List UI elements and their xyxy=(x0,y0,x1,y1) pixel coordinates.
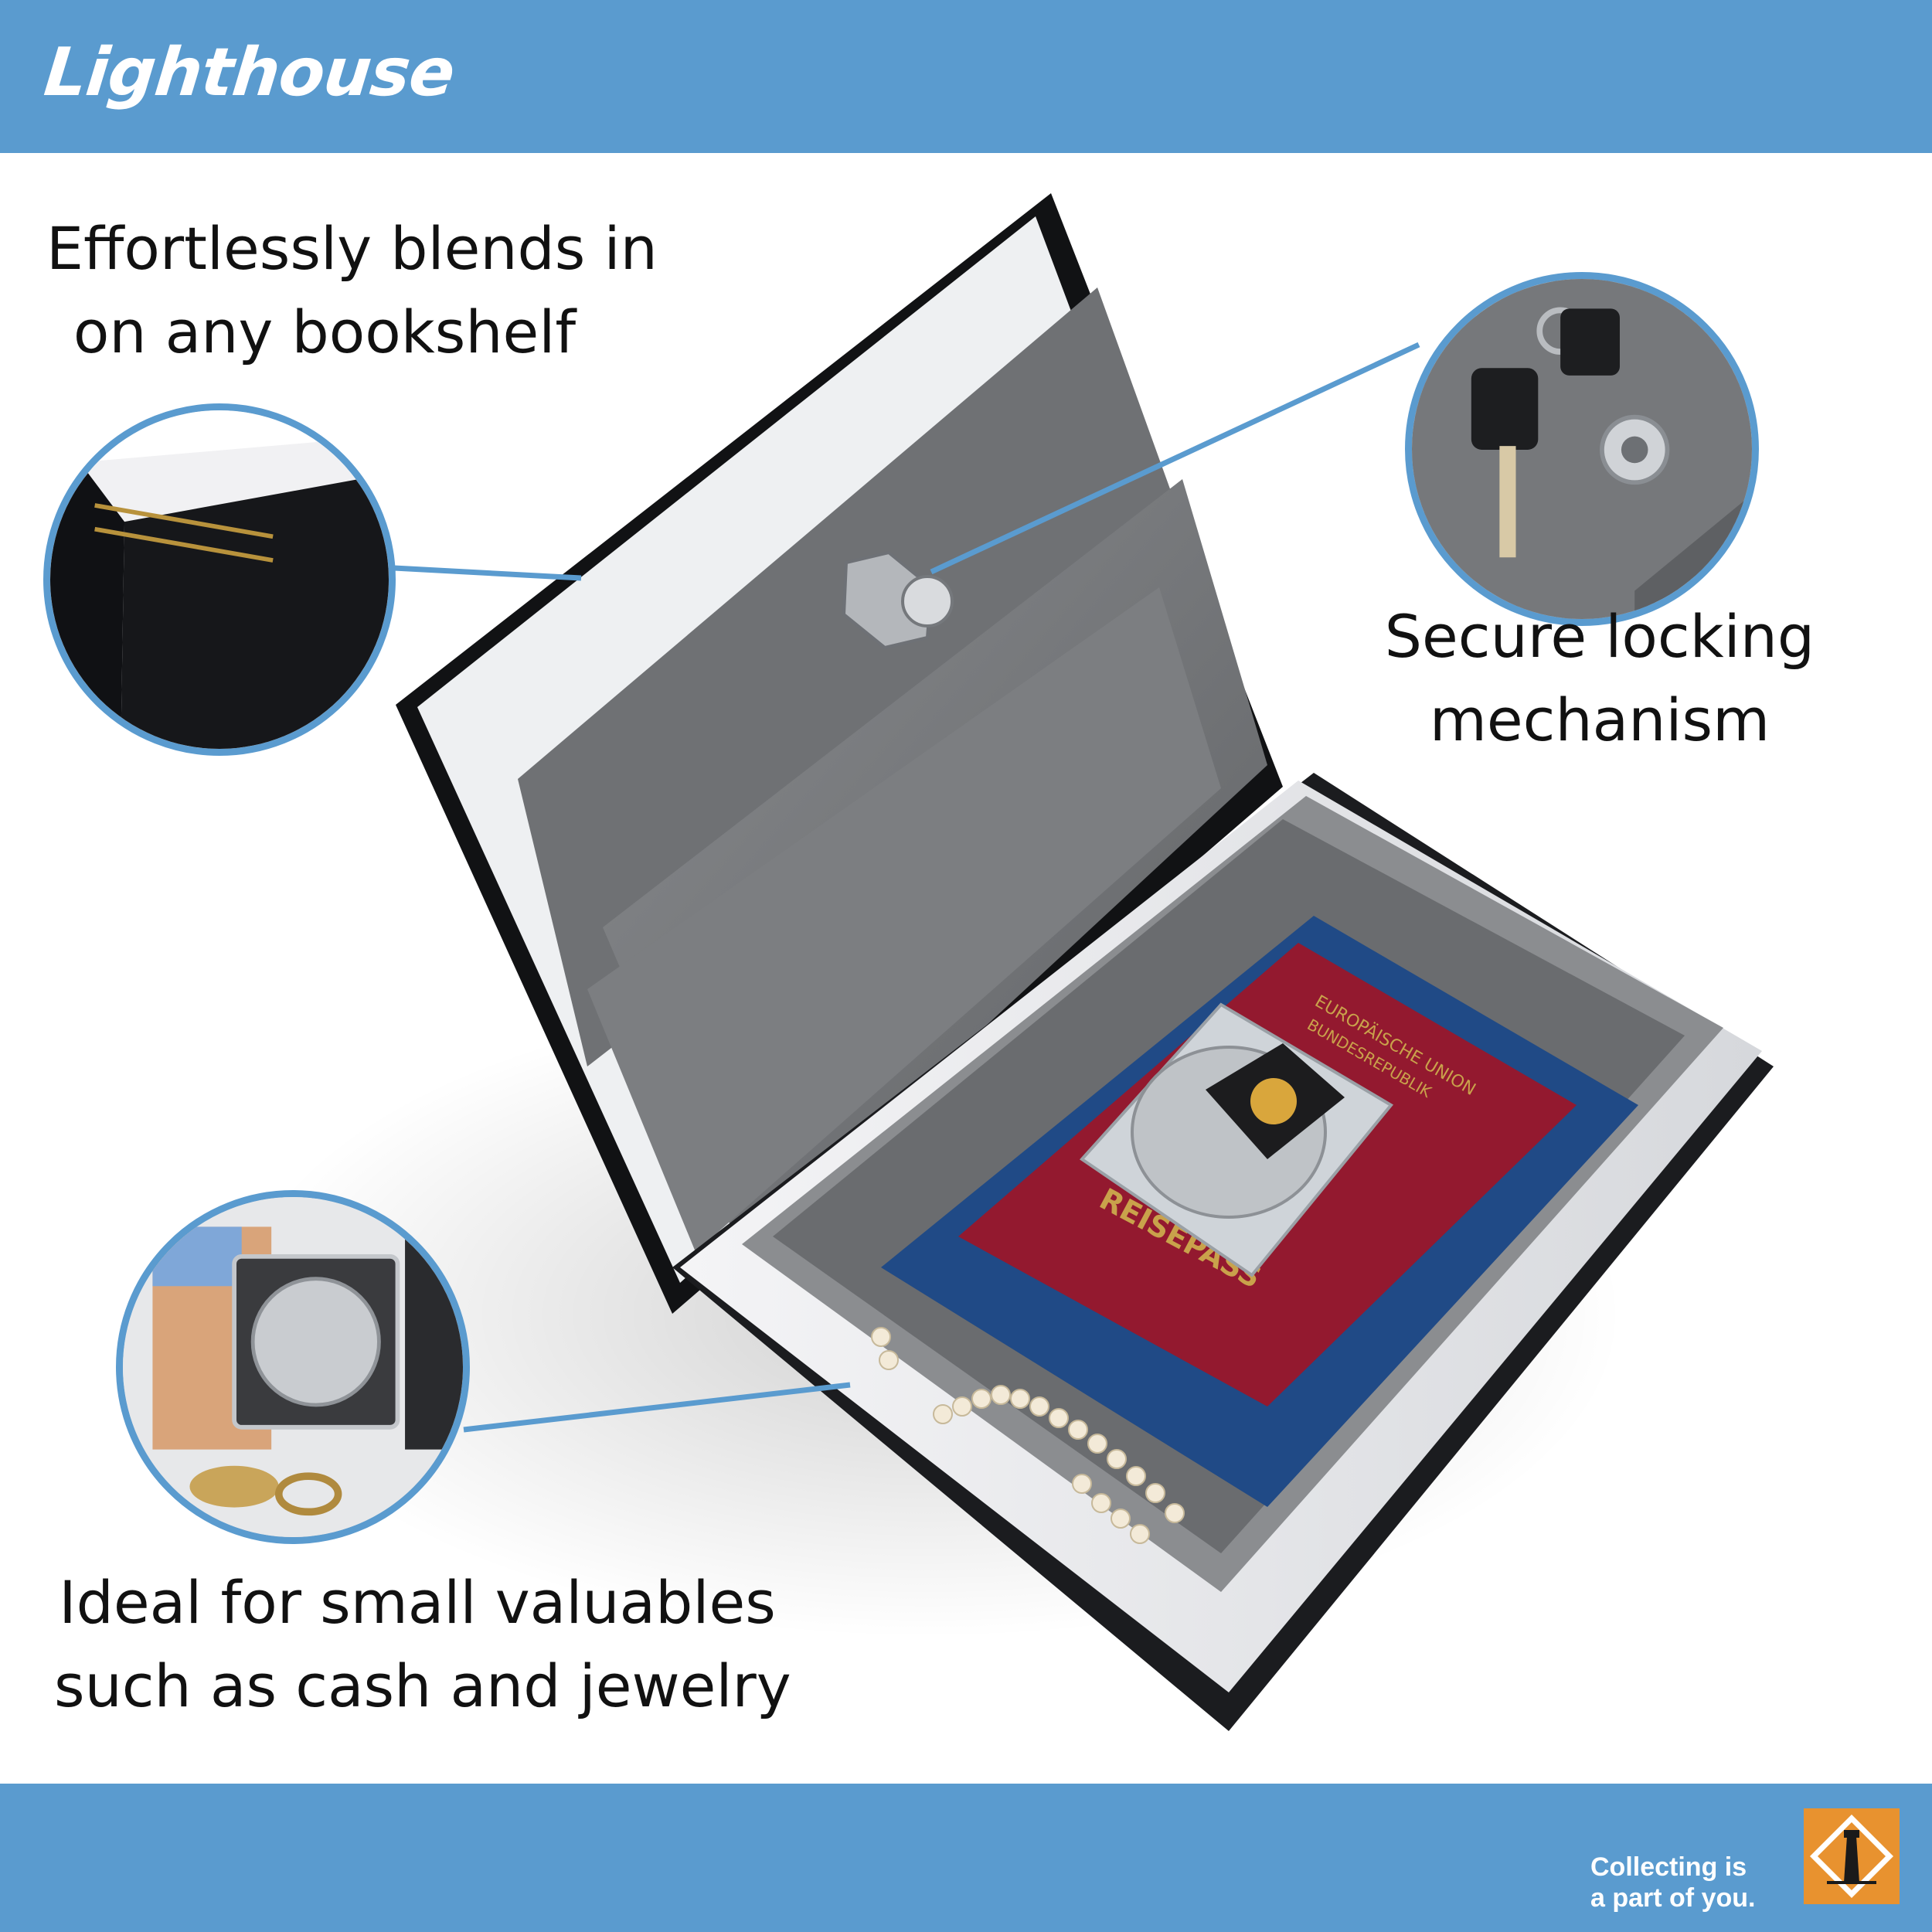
caption-valuables: Ideal for small valuables such as cash a… xyxy=(54,1561,791,1728)
coin-capsule xyxy=(1079,1002,1394,1277)
caption-bookshelf-line-1: Effortlessly blends in xyxy=(46,214,658,283)
caption-lock-line-2: mechanism xyxy=(1429,685,1770,754)
footer-slogan-line-2: a part of you. xyxy=(1590,1883,1756,1913)
footer-slogan-line-1: Collecting is xyxy=(1590,1852,1747,1882)
footer-slogan: Collecting is a part of you. xyxy=(1590,1852,1755,1913)
lighthouse-icon xyxy=(1804,1808,1900,1904)
valuables-detail-circle xyxy=(116,1190,470,1544)
caption-bookshelf-line-2: on any bookshelf xyxy=(73,298,577,366)
header-band: Lighthouse xyxy=(0,0,1932,153)
pearl-necklace xyxy=(871,1327,1185,1544)
spine-detail-circle xyxy=(43,403,396,756)
lock-cylinder xyxy=(842,550,954,650)
keys-detail-circle xyxy=(1405,272,1759,626)
caption-bookshelf: Effortlessly blends in on any bookshelf xyxy=(46,207,658,374)
footer-band xyxy=(0,1784,1932,1932)
caption-valuables-line-2: such as cash and jewelry xyxy=(54,1651,791,1720)
brand-logo: Lighthouse xyxy=(40,34,458,111)
caption-valuables-line-1: Ideal for small valuables xyxy=(59,1568,776,1637)
caption-lock: Secure locking mechanism xyxy=(1383,595,1816,762)
caption-lock-line-1: Secure locking xyxy=(1384,602,1815,671)
